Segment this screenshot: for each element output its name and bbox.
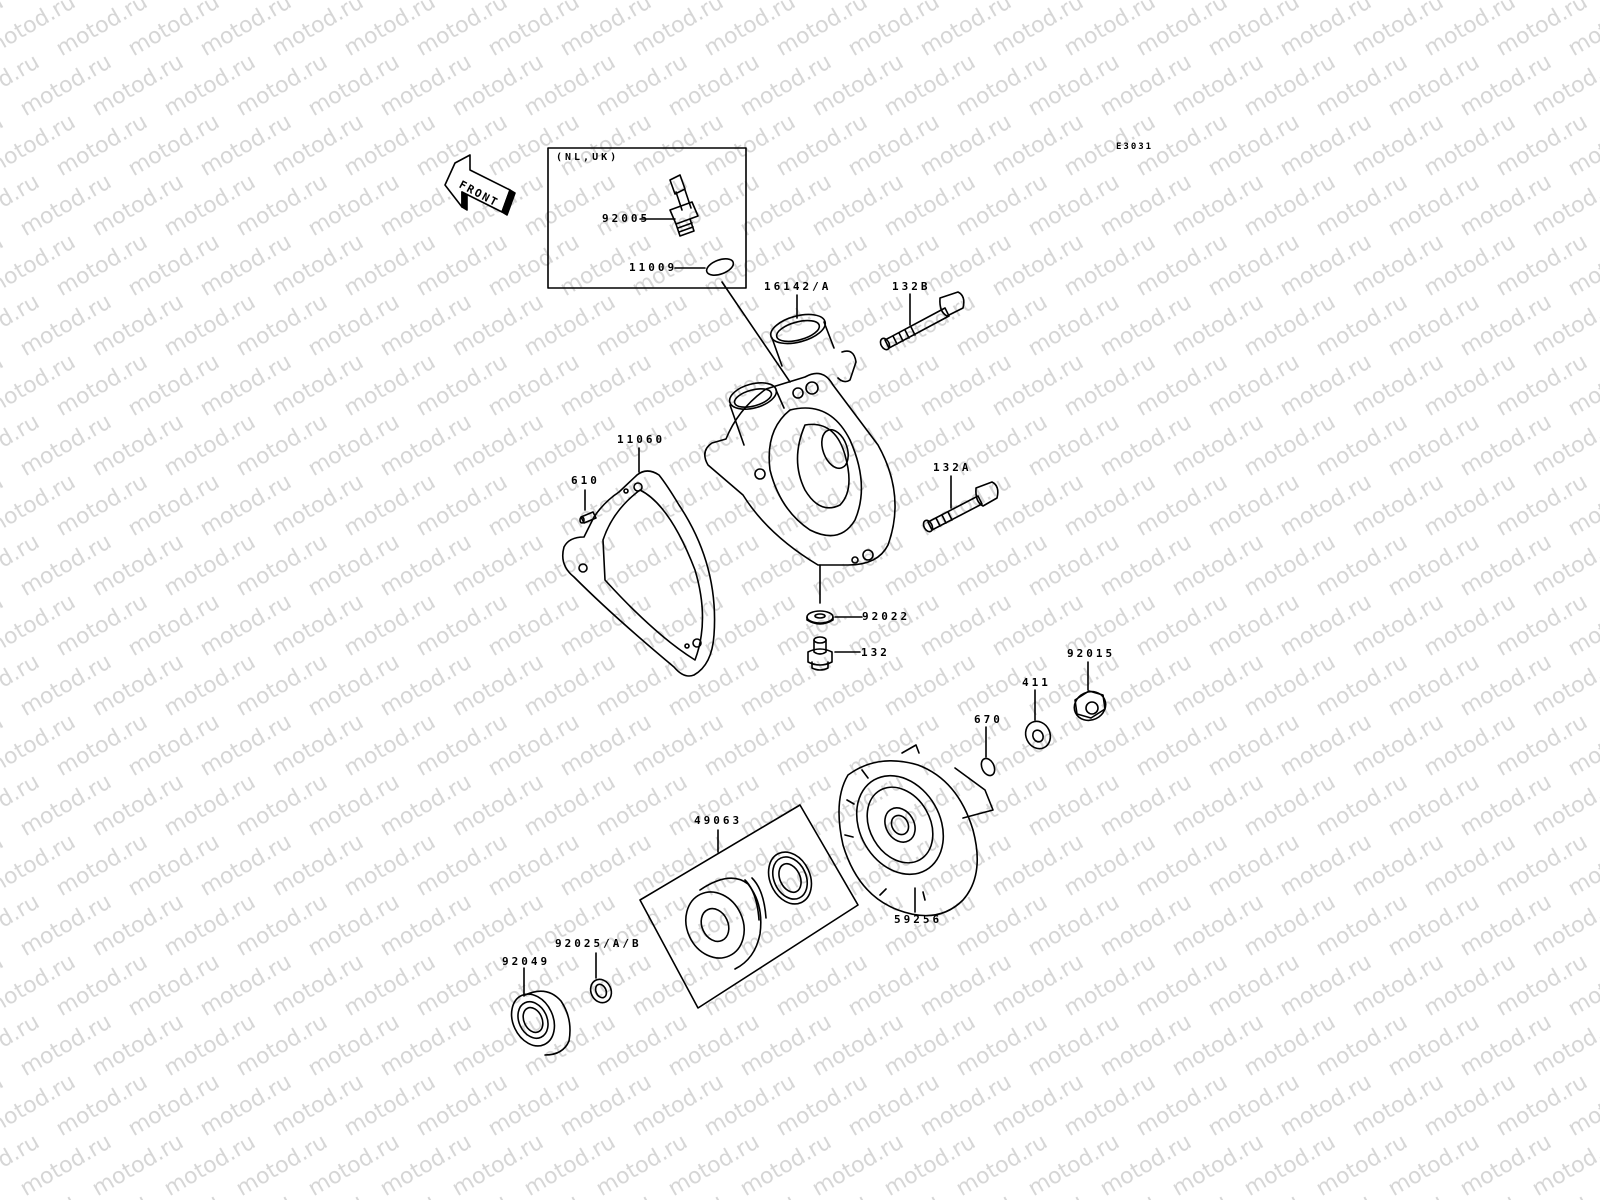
part-label-92022[interactable]: 92022 bbox=[862, 610, 911, 623]
part-label-59256[interactable]: 59256 bbox=[894, 913, 943, 926]
part-610-dowel-pin bbox=[579, 511, 597, 524]
part-label-49063[interactable]: 49063 bbox=[694, 814, 743, 827]
part-label-11009[interactable]: 11009 bbox=[629, 261, 678, 274]
part-label-132b[interactable]: 132B bbox=[892, 280, 931, 293]
part-label-11060[interactable]: 11060 bbox=[617, 433, 666, 446]
part-132B-bolt bbox=[879, 291, 965, 351]
part-label-132a[interactable]: 132A bbox=[933, 461, 972, 474]
part-11060-gasket bbox=[561, 470, 716, 677]
part-16142-water-pump-cover bbox=[704, 313, 896, 566]
part-49063-mechanical-seal bbox=[685, 851, 813, 970]
inset-box-label: (NL,UK) bbox=[556, 152, 620, 163]
part-label-16142-a[interactable]: 16142/A bbox=[764, 280, 832, 293]
part-92022-washer bbox=[806, 610, 834, 625]
part-label-92049[interactable]: 92049 bbox=[502, 955, 551, 968]
front-arrow-icon bbox=[444, 154, 516, 216]
part-92005-fitting bbox=[669, 174, 699, 237]
part-132-drain-bolt bbox=[807, 636, 833, 671]
part-92025-oil-seal bbox=[589, 978, 613, 1004]
part-label-92025-a-b[interactable]: 92025/A/B bbox=[555, 937, 642, 950]
part-label-92005[interactable]: 92005 bbox=[602, 212, 651, 225]
part-label-411[interactable]: 411 bbox=[1022, 676, 1051, 689]
part-11009-washer bbox=[705, 258, 735, 276]
part-411-washer bbox=[1024, 720, 1052, 750]
part-label-670[interactable]: 670 bbox=[974, 713, 1003, 726]
part-92015-nut bbox=[1073, 690, 1107, 722]
diagram-code: E3031 bbox=[1116, 142, 1154, 152]
inset-box bbox=[547, 147, 747, 289]
part-label-610[interactable]: 610 bbox=[571, 474, 600, 487]
part-label-132[interactable]: 132 bbox=[861, 646, 890, 659]
part-92049-oil-seal bbox=[510, 990, 571, 1056]
part-label-92015[interactable]: 92015 bbox=[1067, 647, 1116, 660]
part-59256-impeller bbox=[838, 744, 994, 917]
part-132A-bolt bbox=[922, 481, 999, 533]
part-49063-seal-box bbox=[639, 804, 859, 1009]
part-670-o-ring bbox=[980, 757, 996, 777]
